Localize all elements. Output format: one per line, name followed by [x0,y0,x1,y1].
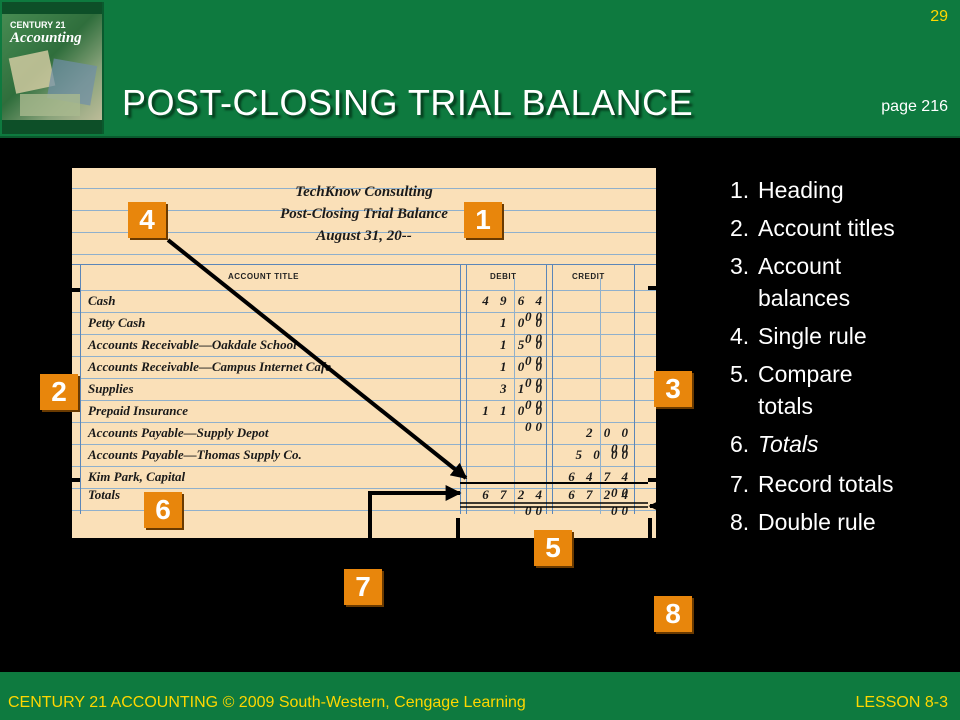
account-title: Prepaid Insurance [88,403,189,418]
account-title: Petty Cash [88,315,146,330]
callout-badge-5: 5 [534,530,572,566]
footer-bar: CENTURY 21 ACCOUNTING © 2009 South-Weste… [0,672,960,720]
legend-item-2: 2. Account titles [730,212,895,244]
legend-number: 8. [730,509,750,535]
legend-item-5: 5. Compare totals [730,358,853,422]
account-title: Accounts Payable—Thomas Supply Co. [88,447,302,462]
book-title: Accounting [10,30,82,46]
legend-number: 7. [730,471,750,497]
debit-amount: 1 1 0 0 00 [482,403,546,434]
callout-badge-2: 2 [40,374,78,410]
legend-number: 1. [730,177,750,203]
account-title: Accounts Payable—Supply Depot [88,425,269,440]
totals-label: Totals [88,487,121,502]
callout-badge-8: 8 [654,596,692,632]
debit-amount: 1 5 0 00 [500,337,546,368]
legend-item-7: 7. Record totals [730,468,894,500]
legend-number: 2. [730,215,750,241]
debit-amount: 4 9 6 4 00 [482,293,546,324]
column-header-account: ACCOUNT TITLE [228,272,299,281]
account-title: Accounts Receivable—Campus Internet Cafe [88,359,332,374]
textbook-cover-image: CENTURY 21 Accounting [2,2,104,134]
callout-badge-7: 7 [344,569,382,605]
credit-amount: 6 4 7 4 00 [568,469,632,500]
account-title: Cash [88,293,116,308]
legend-text: Account [758,253,842,279]
debit-amount: 1 0 0 00 [500,315,546,346]
legend-text: Record totals [758,471,894,497]
callout-badge-3: 3 [654,371,692,407]
legend-item-3: 3. Account balances [730,250,850,314]
callout-badge-4: 4 [128,202,166,238]
legend-number: 5. [730,361,750,387]
account-title: Accounts Receivable—Oakdale School [88,337,297,352]
account-title: Kim Park, Capital [88,469,186,484]
form-report-title: Post-Closing Trial Balance [280,206,448,222]
legend-item-6: 6. Totals [730,428,819,460]
legend-item-4: 4. Single rule [730,320,867,352]
legend-item-1: 1. Heading [730,174,844,206]
legend-text-line2: totals [758,393,813,419]
column-header-debit: DEBIT [490,272,517,281]
legend-text-line2: balances [758,285,851,311]
legend-number: 4. [730,323,750,349]
credit-amount: 5 0 00 [575,447,632,462]
callout-badge-6: 6 [144,492,182,528]
slide-title: POST-CLOSING TRIAL BALANCE [122,82,694,123]
legend-number: 6. [730,431,750,457]
legend-text: Compare [758,361,853,387]
slide-number: 29 [930,8,948,25]
credit-amount: 2 0 0 00 [586,425,632,456]
legend-text: Account titles [758,215,895,241]
debit-amount: 3 1 0 00 [500,381,546,412]
debit-amount: 1 0 0 00 [500,359,546,390]
header-bar: CENTURY 21 Accounting 29 POST-CLOSING TR… [0,0,960,138]
legend-text: Single rule [758,323,867,349]
credit-total: 6 7 2 4 00 [568,487,632,518]
page-reference: page 216 [881,98,948,115]
form-company-name: TechKnow Consulting [295,184,433,200]
debit-total: 6 7 2 4 00 [482,487,546,518]
legend-text: Totals [758,431,819,457]
book-title-small: CENTURY 21 [10,20,66,30]
legend-item-8: 8. Double rule [730,506,876,538]
legend-number: 3. [730,253,750,279]
account-title: Supplies [88,381,134,396]
column-header-credit: CREDIT [572,272,605,281]
callout-badge-1: 1 [464,202,502,238]
footer-lesson: LESSON 8-3 [855,694,948,711]
legend-text: Double rule [758,509,876,535]
footer-copyright: CENTURY 21 ACCOUNTING © 2009 South-Weste… [8,694,526,711]
legend-text: Heading [758,177,844,203]
